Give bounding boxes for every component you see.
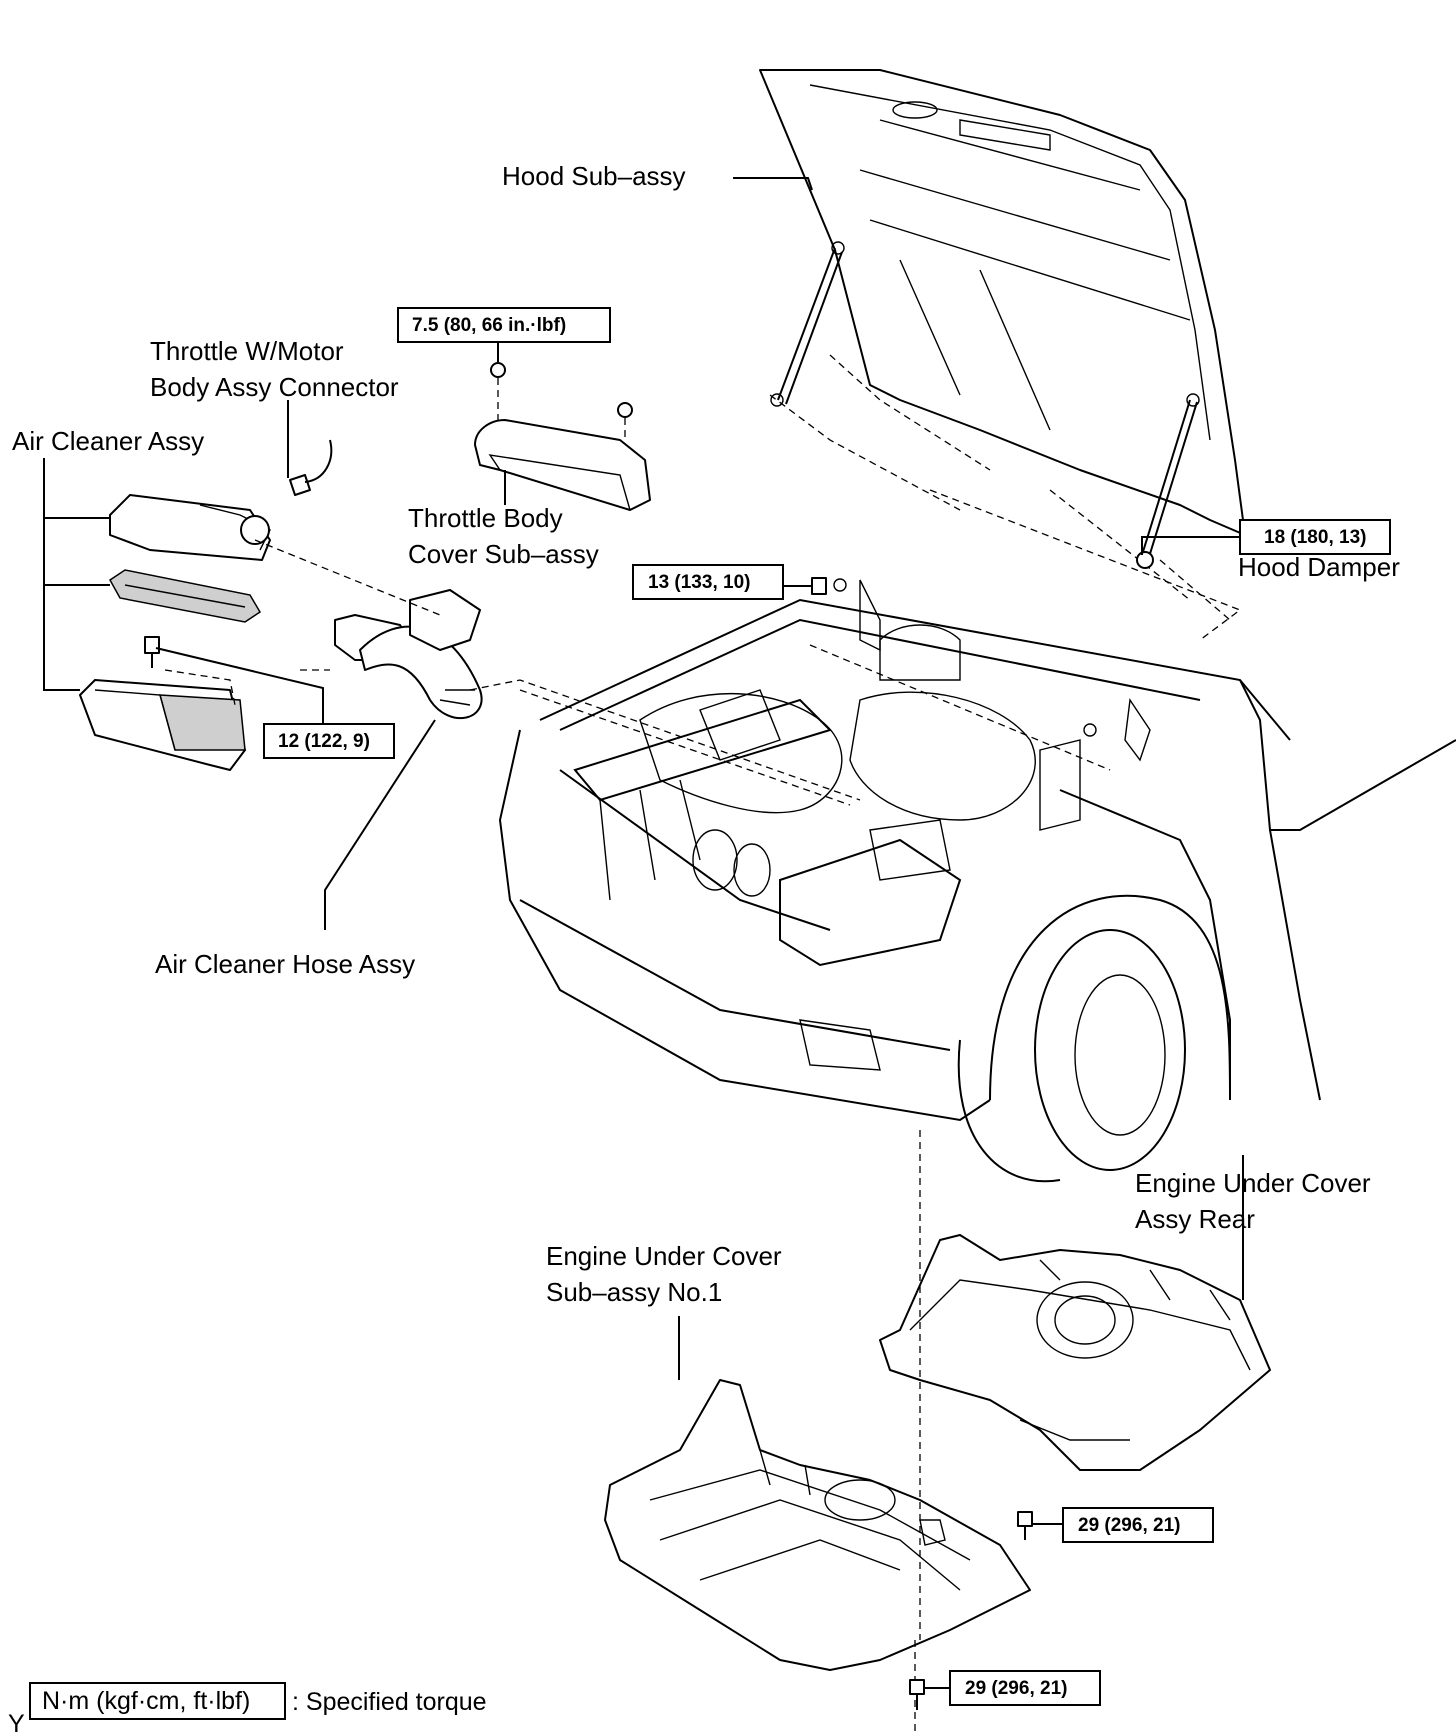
air-cleaner-case-part <box>79 669 246 771</box>
engine-under-cover-rear-part <box>879 1234 1271 1471</box>
leader-hood-sub-assy <box>733 177 813 191</box>
svg-text:18 (180, 13): 18 (180, 13) <box>1264 527 1366 548</box>
torque-throttle-cover-nut: 7.5 (80, 66 in.·lbf) <box>397 307 611 343</box>
engine-under-cover-no1-part <box>604 1379 1031 1671</box>
under-cover-rear-bolt <box>1017 1511 1033 1540</box>
throttle-cover-nut-right <box>617 402 633 418</box>
hood-hinge-bolt <box>811 577 827 595</box>
vehicle-front-body <box>498 578 1456 1183</box>
leader-air-cleaner-hose <box>324 719 436 930</box>
throttle-connector-part <box>289 439 333 496</box>
label-hood-damper: Hood Damper <box>1238 552 1400 582</box>
svg-text:29 (296, 21): 29 (296, 21) <box>965 1678 1067 1699</box>
torque-hood-hinge: 13 (133, 10) <box>632 564 784 600</box>
label-throttle-body-cover-1: Throttle Body <box>408 503 563 533</box>
label-under-cover-no1-2: Sub–assy No.1 <box>546 1277 722 1307</box>
svg-text:13 (133, 10): 13 (133, 10) <box>648 572 750 593</box>
legend-unit-box: N·m (kgf·cm, ft·lbf) <box>42 1687 250 1715</box>
torque-air-cleaner: 12 (122, 9) <box>263 723 395 759</box>
label-throttle-connector-1: Throttle W/Motor <box>150 336 344 366</box>
label-hood-sub-assy: Hood Sub–assy <box>502 161 686 191</box>
air-cleaner-cap-part <box>109 494 271 561</box>
air-cleaner-hose-part <box>334 589 483 719</box>
label-under-cover-rear-1: Engine Under Cover <box>1135 1168 1371 1198</box>
label-throttle-connector-2: Body Assy Connector <box>150 372 399 402</box>
torque-under-cover-rear: 29 (296, 21) <box>1062 1507 1214 1543</box>
legend-corner-mark: Y <box>8 1710 25 1736</box>
label-under-cover-no1-1: Engine Under Cover <box>546 1241 782 1271</box>
label-under-cover-rear-2: Assy Rear <box>1135 1204 1255 1234</box>
hood-sub-assy-part <box>759 69 1246 536</box>
hood-damper-bolt <box>1136 551 1154 569</box>
torque-under-cover-no1: 29 (296, 21) <box>949 1670 1101 1706</box>
svg-text:7.5 (80, 66 in.·lbf): 7.5 (80, 66 in.·lbf) <box>412 315 566 336</box>
leader-hood-damper <box>1141 536 1240 555</box>
air-cleaner-element-part <box>109 569 262 623</box>
svg-text:12 (122, 9): 12 (122, 9) <box>278 731 370 752</box>
throttle-cover-nut-left <box>490 362 506 378</box>
legend: Y N·m (kgf·cm, ft·lbf) : Specified torqu… <box>8 1682 487 1736</box>
air-cleaner-bolt <box>144 636 160 668</box>
legend-text: : Specified torque <box>292 1688 487 1716</box>
svg-text:29 (296, 21): 29 (296, 21) <box>1078 1515 1180 1536</box>
label-air-cleaner-assy: Air Cleaner Assy <box>12 426 204 456</box>
label-air-cleaner-hose-assy: Air Cleaner Hose Assy <box>155 949 415 979</box>
torque-hood-damper: 18 (180, 13) <box>1239 519 1391 555</box>
under-cover-no1-bolt <box>909 1679 925 1710</box>
hood-damper-left <box>770 241 845 407</box>
leader-air-cleaner-bolt <box>155 647 324 738</box>
label-throttle-body-cover-2: Cover Sub–assy <box>408 539 599 569</box>
throttle-body-cover-part <box>474 419 651 511</box>
